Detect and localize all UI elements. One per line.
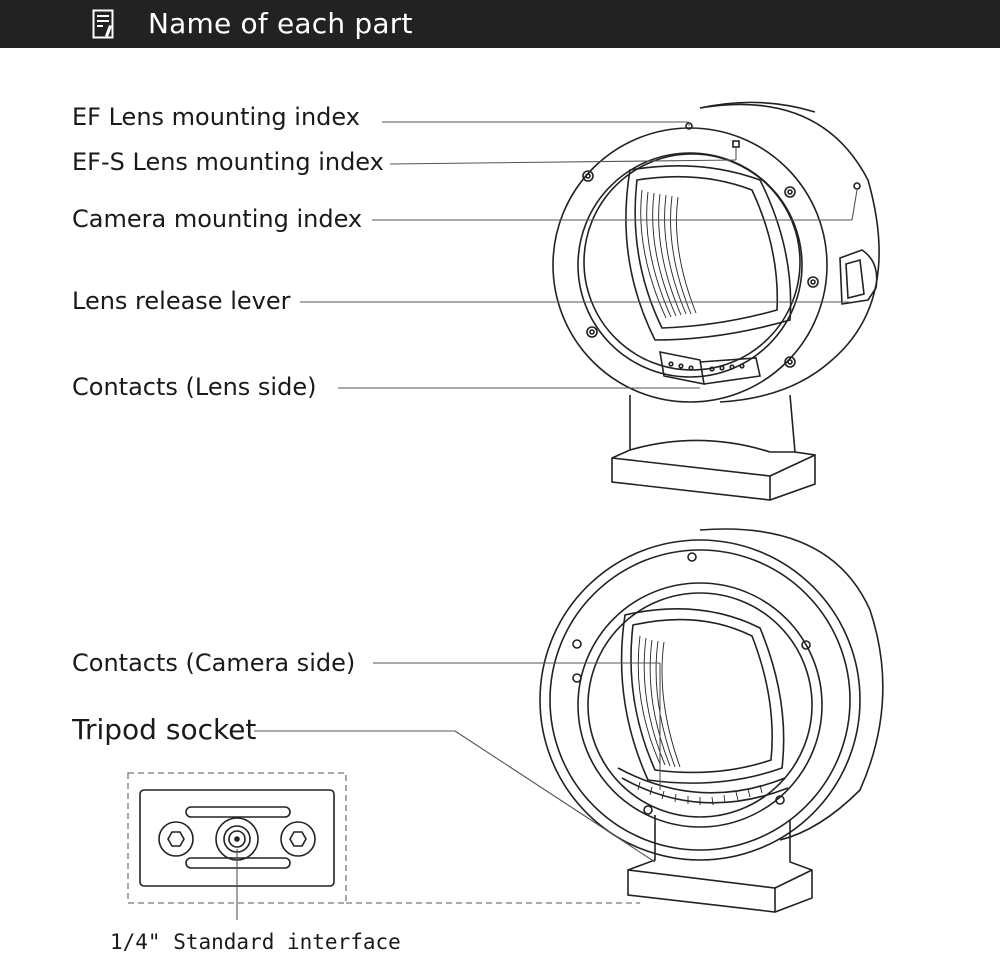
label-camera-mounting-index: Camera mounting index — [72, 205, 363, 233]
adapter-camera-side-drawing — [539, 528, 884, 913]
label-contacts-lens-side: Contacts (Lens side) — [72, 373, 317, 401]
label-standard-interface: 1/4" Standard interface — [110, 930, 401, 954]
header-bar: Name of each part — [0, 0, 1000, 48]
label-tripod-socket: Tripod socket — [72, 713, 257, 746]
leader-efs-index — [389, 159, 737, 165]
document-pencil-icon — [92, 9, 114, 39]
page-title: Name of each part — [148, 7, 413, 40]
label-contacts-camera-side: Contacts (Camera side) — [72, 649, 356, 677]
label-efs-lens-mounting-index: EF-S Lens mounting index — [72, 148, 384, 176]
label-ef-lens-mounting-index: EF Lens mounting index — [72, 103, 360, 131]
adapter-lens-side-drawing — [552, 101, 880, 501]
label-lens-release-lever: Lens release lever — [72, 287, 291, 315]
